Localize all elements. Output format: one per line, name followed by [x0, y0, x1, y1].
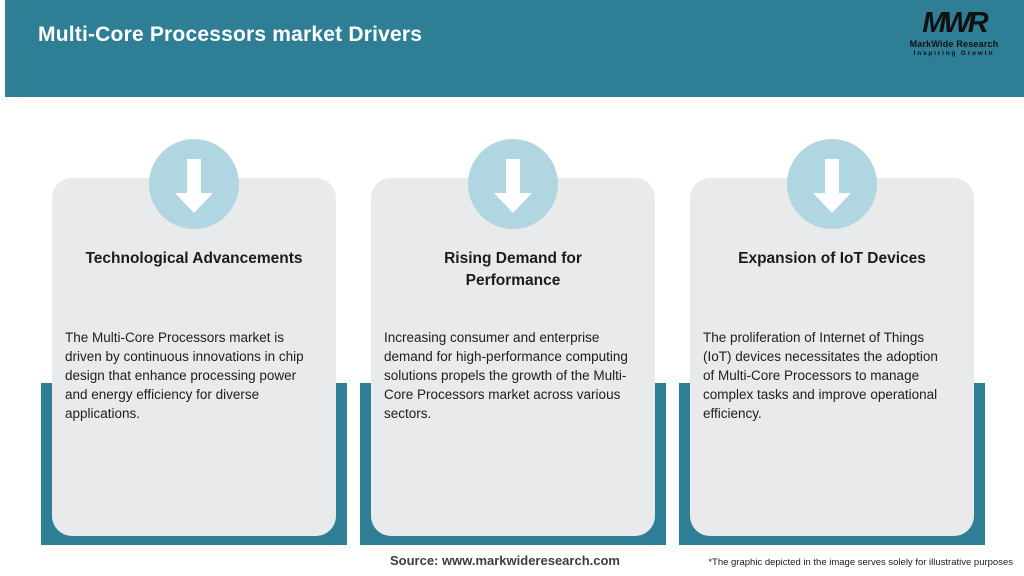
markwide-research-logo: MWR MarkWide Research Inspiring Growth: [906, 9, 1002, 58]
logo-name: MarkWide Research: [909, 39, 999, 49]
card-body: Increasing consumer and enterprise deman…: [384, 330, 628, 421]
arrow-down-icon: [787, 139, 877, 229]
card-title: Technological Advancements: [85, 250, 303, 267]
driver-card-rising-demand-for-performance: Rising Demand for Performance Increasing…: [371, 178, 655, 536]
arrow-down-icon: [468, 139, 558, 229]
page-title: Multi-Core Processors market Drivers: [38, 23, 423, 46]
card-title: Rising Demand for Performance: [444, 250, 582, 289]
disclaimer-text: *The graphic depicted in the image serve…: [708, 557, 1013, 568]
logo-monogram: MWR: [922, 7, 988, 39]
arrow-down-glyph: [813, 159, 851, 213]
arrow-down-icon: [149, 139, 239, 229]
source-text: Source: www.markwideresearch.com: [389, 553, 620, 568]
logo-tagline: Inspiring Growth: [913, 50, 995, 57]
arrow-down-glyph: [175, 159, 213, 213]
card-body: The proliferation of Internet of Things …: [703, 330, 938, 421]
card-title: Expansion of IoT Devices: [738, 250, 926, 267]
driver-card-technological-advancements: Technological Advancements The Multi-Cor…: [52, 178, 336, 536]
card-body: The Multi-Core Processors market is driv…: [65, 330, 304, 421]
driver-card-expansion-of-iot-devices: Expansion of IoT Devices The proliferati…: [690, 178, 974, 536]
header-bar: Multi-Core Processors market Drivers MWR…: [5, 0, 1024, 97]
arrow-down-glyph: [494, 159, 532, 213]
